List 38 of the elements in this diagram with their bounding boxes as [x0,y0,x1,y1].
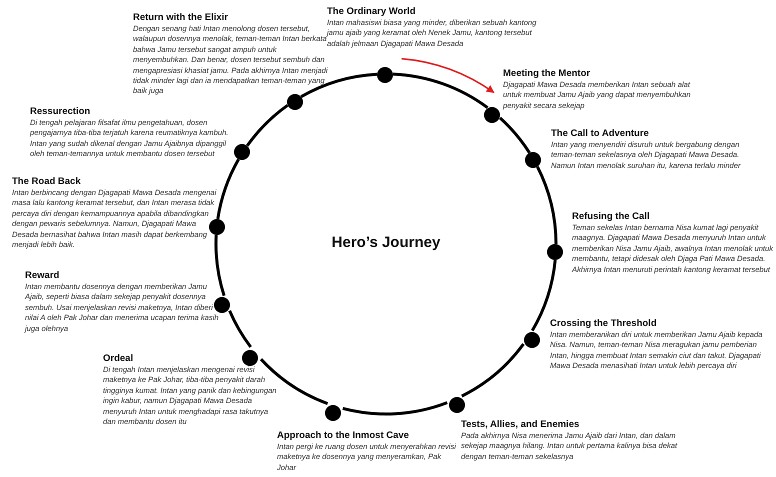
circle-arc [498,116,531,154]
direction-arrow [401,58,495,94]
circle-arc [392,72,488,109]
stage-dot [449,397,465,413]
stage-dot [377,67,393,83]
stage-dot [325,405,341,421]
stage-heading: The Ordinary World [327,6,417,17]
circle-arc [342,401,448,416]
stage-dot [524,332,540,348]
stage-heading: Meeting the Mentor [503,68,592,79]
stage-heading: Crossing the Threshold [550,318,658,329]
diagram-title: Hero’s Journey [330,234,442,251]
stage-heading: Return with the Elixir [133,12,230,23]
stage-heading: The Road Back [12,176,82,187]
stage-dot [214,297,230,313]
circle-arc [300,72,378,98]
stage-dot [209,219,225,235]
stage-dot [242,350,258,366]
circle-arc [228,310,252,348]
circle-arc [461,343,525,398]
stage-heading: The Call to Adventure [551,128,650,139]
stage-dot [547,244,563,260]
circle-arc [536,166,558,244]
stage-heading: Approach to the Inmost Cave [277,430,410,441]
stage-dot [484,107,500,123]
stage-heading: Tests, Allies, and Enemies [461,419,580,430]
stage-heading: Refusing the Call [572,211,651,222]
stage-heading: Ressurection [30,106,92,117]
stage-dot [234,144,250,160]
stage-dot [287,94,303,110]
circle-arc [216,158,240,220]
stage-heading: Ordeal [103,353,134,364]
stage-heading: Reward [25,270,60,281]
circle-arc [530,260,557,332]
circle-arc [260,358,328,405]
circle-arc [214,234,226,296]
stage-dot [525,152,541,168]
circle-arc [246,104,289,147]
